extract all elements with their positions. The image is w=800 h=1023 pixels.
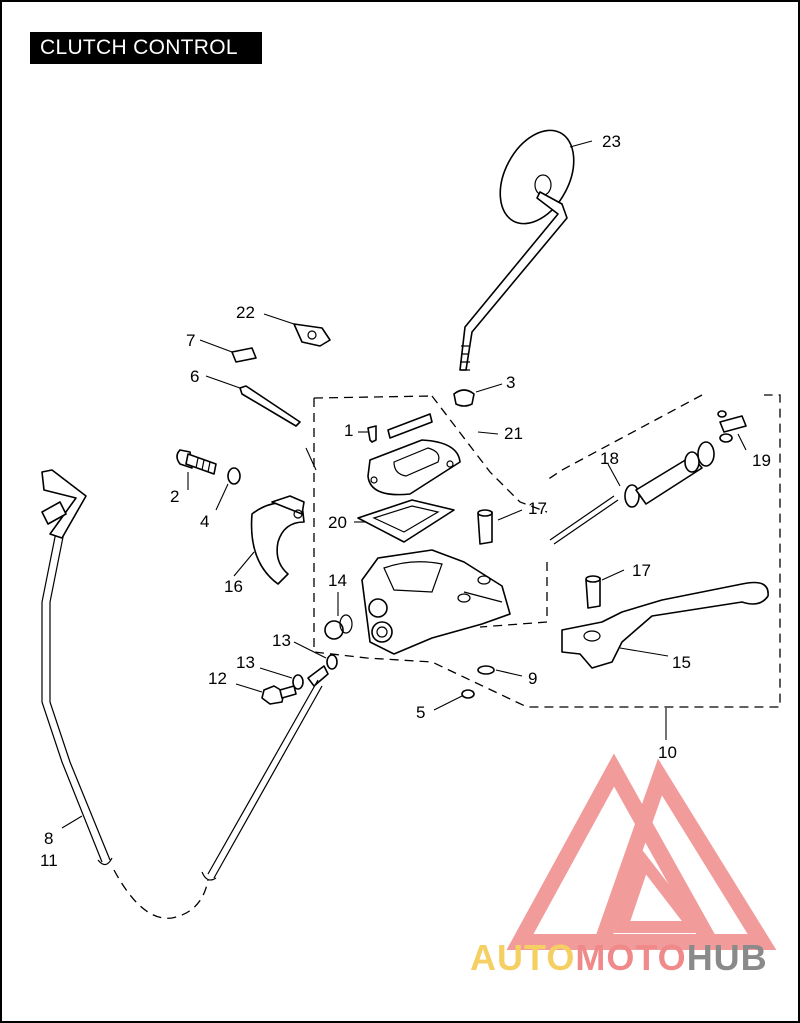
- reservoir-cover: [367, 439, 461, 496]
- callout-12: 12: [208, 669, 227, 688]
- sealing-washer-b: [326, 654, 338, 670]
- assembly-outline: [313, 394, 781, 708]
- watermark-logo: [506, 753, 777, 950]
- retaining-ring: [461, 689, 475, 699]
- callout-10: 10: [658, 743, 677, 762]
- cover-screw: [367, 425, 377, 443]
- callout-17-upper: 17: [528, 499, 547, 518]
- callout-2: 2: [170, 487, 179, 506]
- callout-17-lower: 17: [632, 561, 651, 580]
- pushrod-clip: [717, 410, 747, 443]
- callout-4: 4: [200, 512, 209, 531]
- diaphragm: [387, 413, 433, 439]
- wire-clip: [231, 347, 257, 363]
- cover-gasket: [357, 499, 455, 543]
- callout-21: 21: [504, 424, 523, 443]
- mirror: [459, 129, 575, 371]
- callout-15: 15: [672, 653, 691, 672]
- cable-strap: [239, 385, 301, 427]
- lever-washer: [477, 665, 495, 675]
- callout-13-lower: 13: [236, 653, 255, 672]
- callout-20: 20: [328, 513, 347, 532]
- banjo-bolt: [261, 685, 297, 705]
- callout-14: 14: [328, 571, 347, 590]
- clutch-hose: [41, 469, 329, 881]
- callout-8: 8: [44, 829, 53, 848]
- callout-16: 16: [224, 577, 243, 596]
- callout-3: 3: [506, 373, 515, 392]
- callout-23: 23: [602, 132, 621, 151]
- piston-assembly: [549, 441, 715, 545]
- callout-18: 18: [600, 449, 619, 468]
- callout-9: 9: [528, 669, 537, 688]
- leader-lines: [61, 140, 747, 829]
- callout-19: 19: [752, 451, 771, 470]
- mirror-boot: [453, 389, 475, 407]
- callout-6: 6: [190, 367, 199, 386]
- hose-continuation: [113, 869, 209, 919]
- washer: [227, 467, 241, 485]
- page-title: CLUTCH CONTROL: [30, 32, 262, 64]
- sight-glass: [324, 620, 344, 640]
- handlebar-clamp: [250, 495, 305, 585]
- cable-clip: [293, 323, 331, 347]
- callout-labels: 23 22 7 6 3 1 21 18 19 2 4 17 20 16 14 1…: [40, 132, 771, 870]
- clamp-screw: [176, 449, 217, 475]
- watermark-text: AUTOMOTOHUB: [470, 937, 768, 978]
- sealing-washer-a: [292, 674, 304, 690]
- master-cylinder: [361, 549, 511, 655]
- callout-1: 1: [344, 421, 353, 440]
- callout-5: 5: [416, 703, 425, 722]
- callout-11: 11: [40, 851, 58, 870]
- clutch-lever: [561, 575, 769, 669]
- callout-22: 22: [236, 303, 255, 322]
- callout-7: 7: [186, 331, 195, 350]
- callout-13-upper: 13: [272, 631, 291, 650]
